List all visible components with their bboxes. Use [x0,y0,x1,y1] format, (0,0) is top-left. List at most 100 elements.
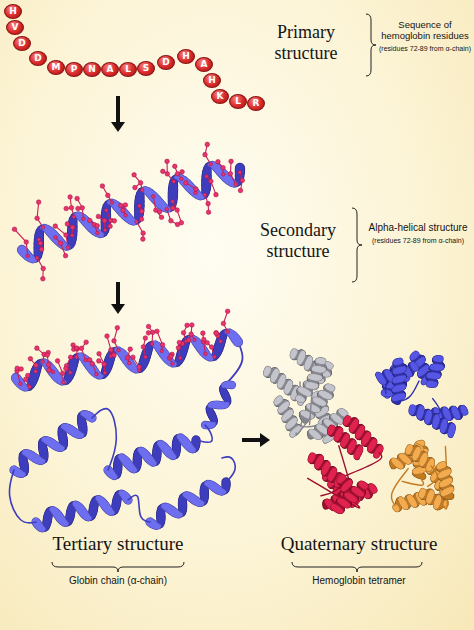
atom-ball [68,355,73,360]
atom-ball [118,203,123,208]
atom-ball [70,234,74,238]
atom-ball [171,206,176,211]
atom-ball [28,385,32,389]
atom-ball [35,256,39,260]
atom-ball [47,368,52,373]
atom-ball [110,201,114,205]
atom-ball [69,205,74,210]
atom-ball [133,185,138,190]
atom-ball [221,321,226,326]
atom-ball [146,324,151,329]
atom-ball [60,371,65,376]
side-chain-bond [137,222,144,239]
step-arrow-head [111,122,125,132]
atom-ball [175,208,180,213]
atom-ball [219,340,223,344]
atom-ball [19,382,23,386]
atom-ball [26,254,30,258]
atom-ball [41,266,46,271]
atom-ball [131,355,136,360]
atom-ball [64,233,69,238]
atom-ball [41,225,45,229]
atom-ball [36,200,41,205]
atom-ball [53,224,58,229]
atom-ball [189,332,194,337]
globin-chain [9,309,242,529]
ribbon-body [82,435,83,436]
ribbon-body [24,388,26,389]
atom-ball [144,355,148,359]
atom-ball [143,336,148,341]
atom-ball [209,345,214,350]
atom-ball [238,170,242,174]
ribbon-body [202,503,203,504]
atom-ball [181,330,186,335]
atom-ball [25,373,30,378]
atom-ball [194,187,199,192]
ribbon-body [236,339,238,342]
atom-ball [75,355,79,359]
atom-ball [108,224,113,229]
atom-ball [117,349,121,353]
atom-ball [172,164,177,169]
atom-ball [209,162,213,166]
atom-ball [165,159,170,164]
atom-ball [41,276,46,281]
atom-ball [193,338,197,342]
atom-ball [184,181,189,186]
atom-ball [96,359,101,364]
atom-ball [172,180,176,184]
atom-ball [104,208,108,212]
atom-ball [214,192,219,197]
atom-ball [201,331,206,336]
atom-ball [190,323,195,328]
atom-ball [150,342,154,346]
atom-ball [68,195,73,200]
atom-ball [226,330,230,334]
atom-ball [146,331,151,336]
atom-ball [90,362,95,367]
atom-ball [69,371,73,375]
atom-ball [123,203,128,208]
atom-ball [141,231,146,236]
atom-ball [160,343,165,348]
atom-ball [65,222,70,227]
atom-ball [74,346,79,351]
atom-ball [209,179,214,184]
atom-ball [127,361,131,365]
atom-ball [95,223,100,228]
atom-ball [103,228,107,232]
atom-ball [186,338,191,343]
atom-ball [203,152,208,157]
atom-ball [87,218,92,223]
atom-ball [160,349,164,353]
atom-ball [96,214,101,219]
atom-ball [84,340,89,345]
atom-ball [45,353,50,358]
atom-ball [169,218,174,223]
atom-ball [150,330,155,335]
atom-ball [132,173,137,178]
atom-ball [141,237,146,242]
atom-ball [151,195,155,199]
atom-ball [106,193,111,198]
atom-ball [214,331,219,336]
atom-ball [38,241,43,246]
atom-ball [70,225,75,230]
atom-ball [138,204,142,208]
ribbon-body [169,209,171,210]
atom-ball [171,362,175,366]
helix-ribbon-front [205,385,232,426]
atom-ball [205,142,210,147]
atom-ball [115,325,120,330]
ribbon-body [214,423,215,424]
atom-ball [103,371,107,375]
atom-ball [213,355,217,359]
atom-ball [137,365,142,370]
ribbon-body [209,358,211,359]
atom-ball [229,159,234,164]
atom-ball [121,208,126,213]
atom-ball [28,356,33,361]
atom-ball [82,217,86,221]
atom-ball [35,346,40,351]
